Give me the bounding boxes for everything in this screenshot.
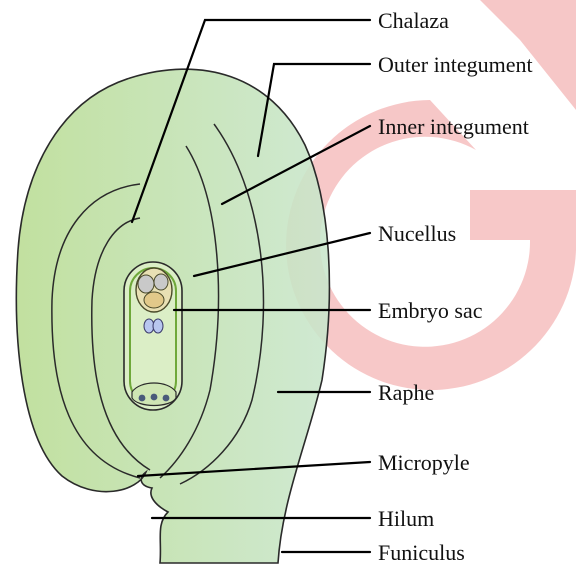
label-outer-integument: Outer integument (378, 52, 533, 77)
label-raphe: Raphe (378, 380, 434, 405)
label-inner-integument: Inner integument (378, 114, 529, 139)
label-embryo-sac: Embryo sac (378, 298, 483, 323)
embryo-sac (124, 262, 182, 410)
label-chalaza: Chalaza (378, 8, 449, 33)
label-micropyle: Micropyle (378, 450, 470, 475)
label-hilum: Hilum (378, 506, 434, 531)
labels: Chalaza Outer integument Inner integumen… (378, 8, 533, 565)
label-nucellus: Nucellus (378, 221, 456, 246)
label-funiculus: Funiculus (378, 540, 465, 565)
